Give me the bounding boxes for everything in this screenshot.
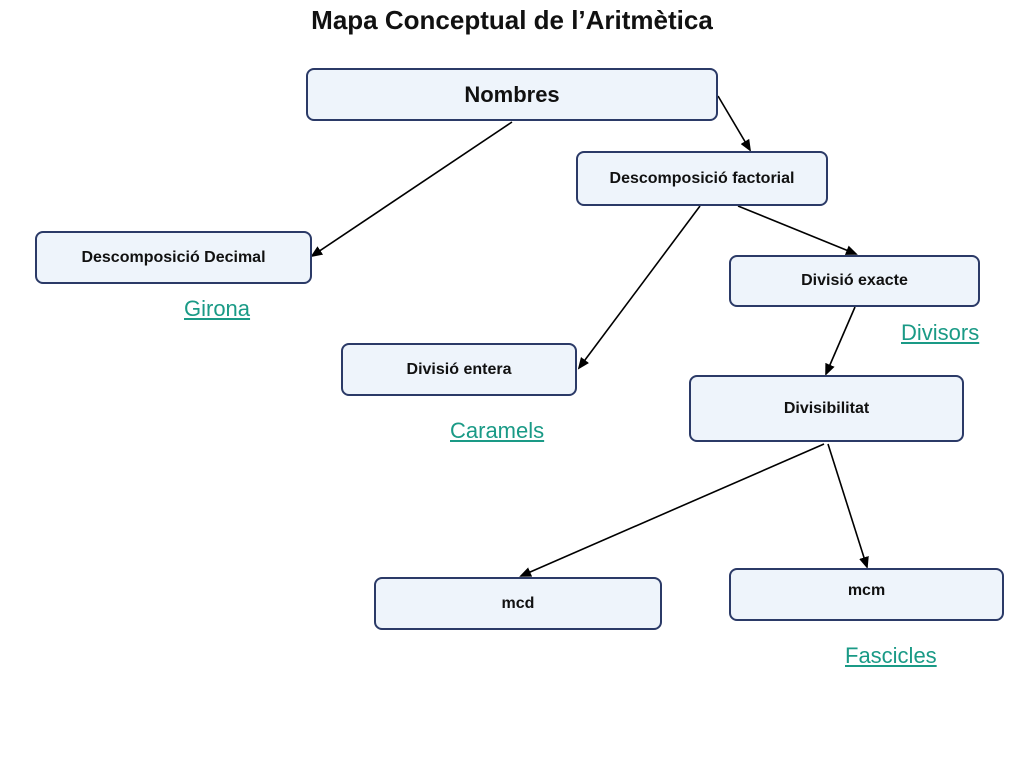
link-fascicles[interactable]: Fascicles <box>845 643 937 668</box>
arrow-nombres-to-descomposicio-factorial <box>717 95 752 152</box>
node-mcm: mcm <box>729 568 1004 621</box>
node-descomposicio-factorial: Descomposició factorial <box>576 151 828 206</box>
arrow-divisibilitat-to-mcm <box>827 443 869 569</box>
diagram-title: Mapa Conceptual de l’Aritmètica <box>311 5 713 35</box>
node-divisio-exacte: Divisió exacte <box>729 255 980 307</box>
arrow-factorial-to-divisio-exacte <box>737 205 858 255</box>
arrow-divisibilitat-to-mcd <box>519 443 825 577</box>
node-divisibilitat: Divisibilitat <box>689 375 964 442</box>
node-descomposicio-decimal: Descomposició Decimal <box>35 231 312 284</box>
link-girona[interactable]: Girona <box>184 296 251 321</box>
node-mcd: mcd <box>374 577 662 630</box>
node-divisio-entera: Divisió entera <box>341 343 577 396</box>
arrow-factorial-to-divisio-entera <box>577 205 701 370</box>
link-caramels[interactable]: Caramels <box>450 418 545 443</box>
arrow-nombres-to-descomposicio-decimal <box>310 121 513 258</box>
link-divisors[interactable]: Divisors <box>901 320 980 345</box>
node-nombres: Nombres <box>306 68 718 121</box>
arrow-exacte-to-divisibilitat <box>825 306 856 376</box>
